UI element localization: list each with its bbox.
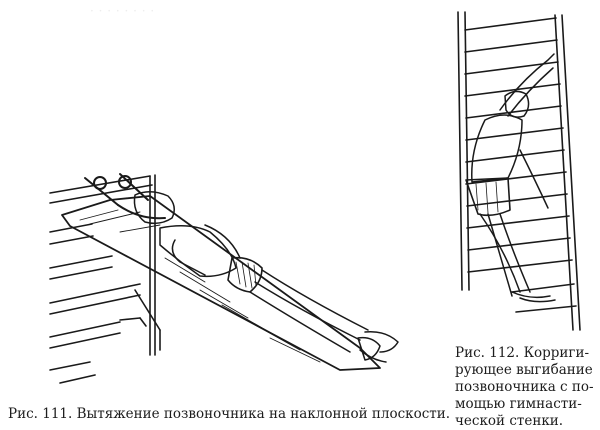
figure-112-caption-line: Рис. 112. Корриги-	[455, 345, 590, 361]
figure-112-caption: Рис. 112. Корриги- рующее выгибание позв…	[455, 345, 600, 430]
bleed-through-text: · · · · · · · ·	[90, 4, 155, 18]
figure-111-caption: Рис. 111. Вытяжение позвоночника на накл…	[8, 406, 451, 422]
person-lying	[133, 191, 399, 363]
head-strap	[84, 173, 166, 220]
figure-112-caption-line: мощью гимнасти-	[455, 396, 582, 412]
figure-112-caption-line: ческой стенки.	[455, 413, 564, 429]
person-bending	[465, 53, 556, 303]
wall-bars-left	[49, 174, 161, 384]
figure-112-caption-line: рующее выгибание	[455, 362, 593, 378]
figure-112-drawing	[457, 11, 581, 331]
figure-111-drawing	[49, 173, 399, 384]
wall-bars-right	[457, 11, 581, 331]
figure-112-caption-line: позвоночника с по-	[455, 379, 594, 395]
inclined-board	[61, 195, 381, 371]
